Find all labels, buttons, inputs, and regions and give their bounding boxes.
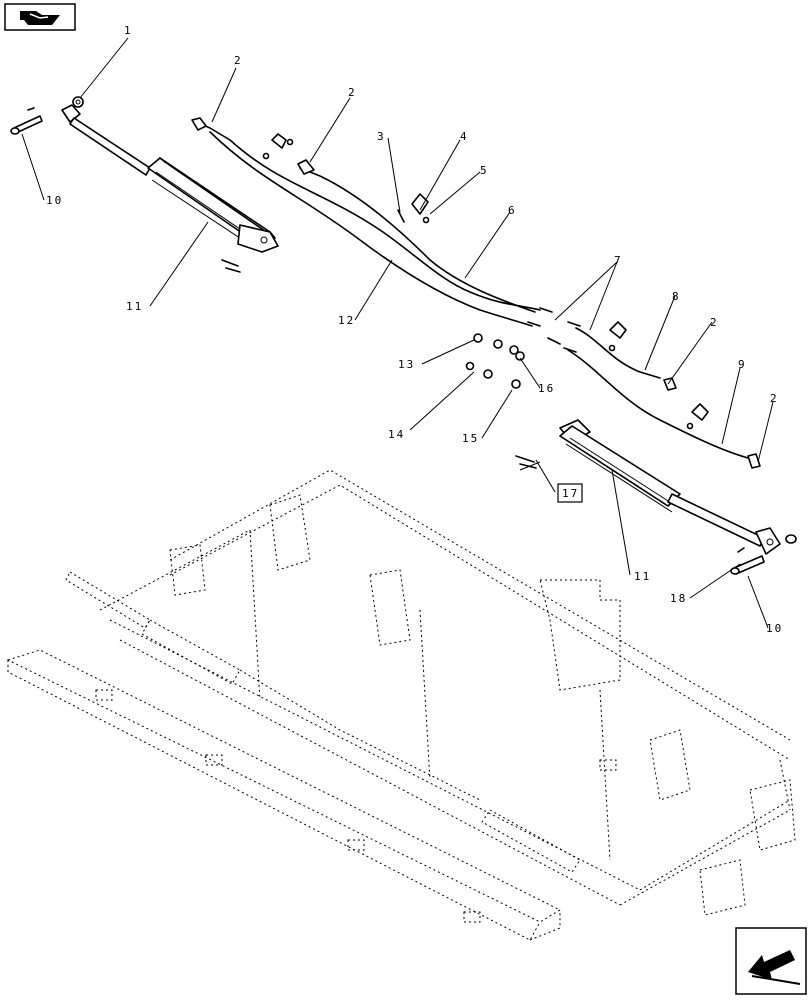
callout-9: 9 bbox=[738, 358, 747, 371]
callout-10b: 10 bbox=[766, 622, 783, 635]
callout-2c: 2 bbox=[710, 316, 719, 329]
hardware-clamps bbox=[262, 133, 430, 224]
implement-frame bbox=[6, 469, 796, 941]
callout-6: 6 bbox=[508, 204, 517, 217]
callout-7: 7 bbox=[614, 254, 623, 267]
book-open-icon[interactable] bbox=[4, 3, 76, 31]
callout-10a: 10 bbox=[46, 194, 63, 207]
pin-upper bbox=[10, 107, 43, 135]
callout-13: 13 bbox=[398, 358, 415, 371]
callout-2d: 2 bbox=[770, 392, 779, 405]
arrow-back-icon[interactable] bbox=[735, 927, 807, 995]
callout-4: 4 bbox=[460, 130, 469, 143]
hydraulic-cylinder-lower bbox=[515, 419, 797, 555]
callout-16: 16 bbox=[538, 382, 555, 395]
callout-3: 3 bbox=[377, 130, 386, 143]
callout-8: 8 bbox=[672, 290, 681, 303]
callout-14: 14 bbox=[388, 428, 405, 441]
hydraulic-cylinder-upper bbox=[61, 96, 279, 273]
callout-2b: 2 bbox=[348, 86, 357, 99]
callout-12: 12 bbox=[338, 314, 355, 327]
callout-1: 1 bbox=[124, 24, 133, 37]
callout-17-box: 17 bbox=[557, 483, 583, 503]
callout-17: 17 bbox=[562, 487, 579, 500]
callout-15: 15 bbox=[462, 432, 479, 445]
callout-labels: 1 2 2 2 2 3 4 5 6 7 8 9 10 10 11 11 12 1… bbox=[46, 24, 783, 635]
pin-lower bbox=[730, 547, 765, 575]
callout-18: 18 bbox=[670, 592, 687, 605]
callout-11a: 11 bbox=[126, 300, 143, 313]
callout-11b: 11 bbox=[634, 570, 651, 583]
callout-2a: 2 bbox=[234, 54, 243, 67]
fittings-cluster bbox=[465, 307, 581, 389]
callout-5: 5 bbox=[480, 164, 489, 177]
hydraulic-hoses-right bbox=[567, 321, 761, 469]
hydraulic-hoses bbox=[191, 117, 541, 327]
leader-lines bbox=[21, 37, 774, 629]
